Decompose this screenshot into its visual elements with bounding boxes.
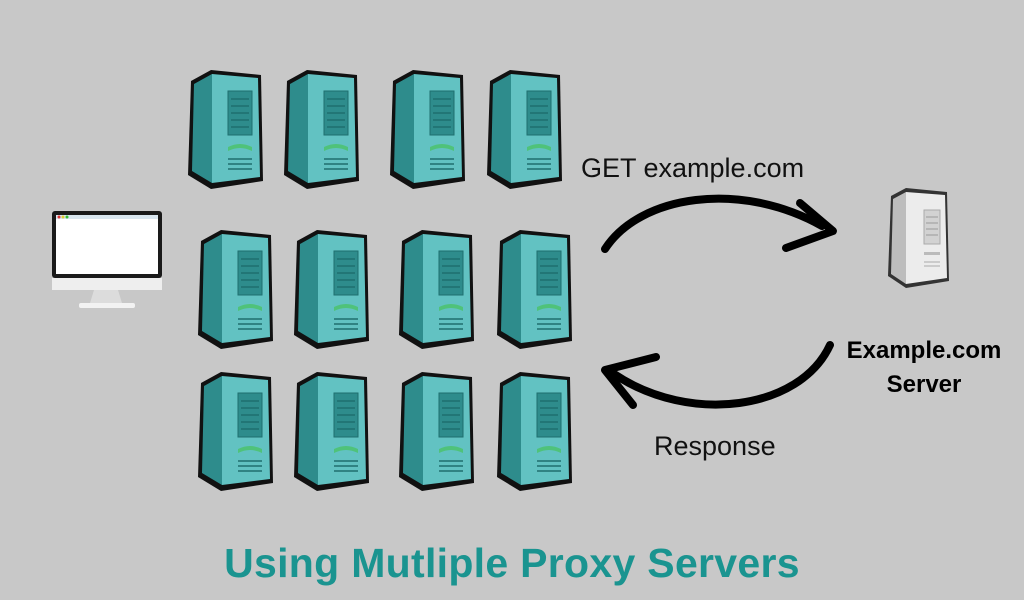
server-name: Example.com Server: [830, 334, 1018, 402]
server-name-line2: Server: [886, 371, 962, 398]
request-label: GET example.com: [581, 153, 805, 183]
proxy-server-icon: [197, 371, 274, 492]
proxy-server-icon: [197, 229, 274, 350]
desktop-computer-icon: [52, 211, 162, 308]
proxy-server-icon: [293, 371, 370, 492]
proxy-server-icon: [486, 69, 563, 190]
proxy-server-icon: [187, 69, 264, 190]
proxy-server-icon: [496, 229, 573, 350]
response-arrow: [601, 341, 834, 409]
response-label: Response: [654, 431, 776, 461]
proxy-server-icon: [389, 69, 466, 190]
request-arrow: [601, 194, 837, 253]
proxy-server-icon: [398, 229, 475, 350]
proxy-server-icon: [293, 229, 370, 350]
proxy-server-grid: [187, 69, 573, 492]
proxy-server-icon: [496, 371, 573, 492]
web-server-icon: [888, 188, 949, 288]
proxy-server-icon: [398, 371, 475, 492]
server-name-line1: Example.com: [846, 337, 1002, 364]
diagram-title: Using Mutliple Proxy Servers: [224, 540, 800, 586]
proxy-server-icon: [283, 69, 360, 190]
